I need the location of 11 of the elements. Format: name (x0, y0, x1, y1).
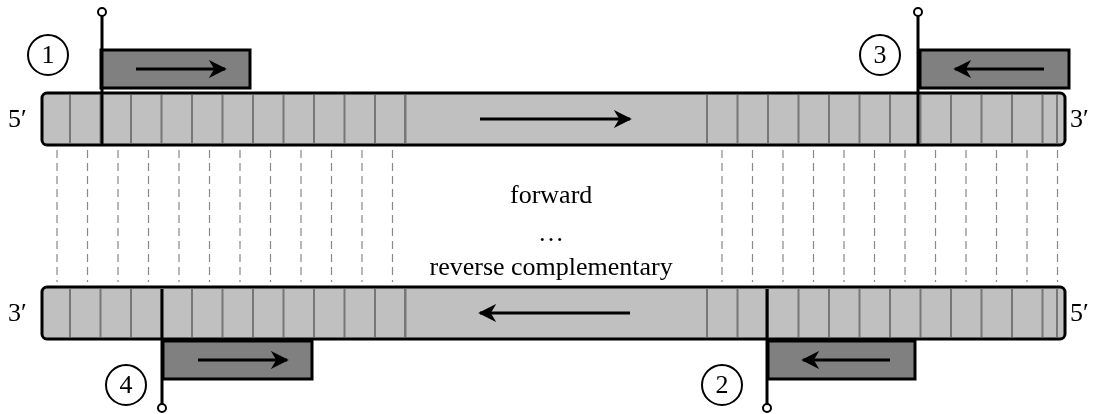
callout-circle: 4 (105, 364, 147, 406)
callout-circle: 2 (701, 364, 743, 406)
strand-end-label: 5′ (8, 104, 27, 134)
ellipsis-text: … (538, 218, 564, 248)
strand-end-label: 5′ (1070, 298, 1089, 328)
callout-circle: 3 (859, 34, 901, 76)
strand-end-label: 3′ (1070, 104, 1089, 134)
strand-label: reverse complementary (429, 252, 673, 282)
callout-circle: 1 (27, 34, 69, 76)
strand-label: forward (510, 180, 593, 210)
strand-end-label: 3′ (8, 298, 27, 328)
